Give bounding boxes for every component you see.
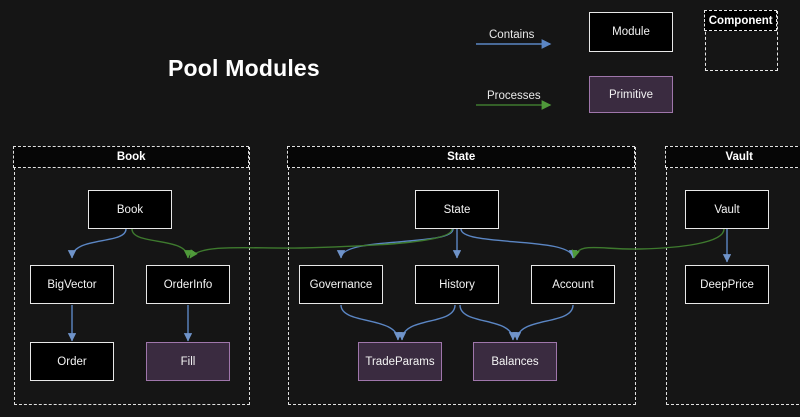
node-deepprice-label: DeepPrice [700,278,754,291]
legend-primitive-box: Primitive [589,76,673,113]
container-vault-header: Vault [665,146,800,169]
legend-contains-label: Contains [489,29,535,41]
page-title: Pool Modules [168,55,320,81]
node-fill[interactable]: Fill [146,342,230,381]
legend-component-header: Component [704,10,778,32]
node-order-label: Order [57,355,87,368]
node-state-label: State [443,203,471,216]
legend-module-box: Module [589,12,673,52]
node-book[interactable]: Book [88,190,172,229]
node-governance[interactable]: Governance [299,265,383,304]
legend-processes-arrow-icon [476,100,552,110]
node-vault[interactable]: Vault [685,190,769,229]
container-book: Book [13,146,250,405]
node-history-label: History [439,278,475,291]
container-state: State [287,146,636,405]
container-state-header: State [287,146,636,169]
legend-component-box: Component [704,10,778,71]
node-book-label: Book [116,203,144,216]
node-balances[interactable]: Balances [473,342,557,381]
container-vault: Vault [665,146,800,405]
node-tradeparams-label: TradeParams [365,355,435,368]
node-bigvector-label: BigVector [47,278,97,291]
node-order[interactable]: Order [30,342,114,381]
node-orderinfo-label: OrderInfo [163,278,213,291]
node-balances-label: Balances [491,355,539,368]
legend-primitive-label: Primitive [608,88,654,101]
container-book-header: Book [13,146,250,169]
node-bigvector[interactable]: BigVector [30,265,114,304]
node-history[interactable]: History [415,265,499,304]
legend-module-label: Module [612,26,650,38]
node-governance-label: Governance [309,278,373,291]
node-state[interactable]: State [415,190,499,229]
legend-processes-label: Processes [487,90,541,102]
node-deepprice[interactable]: DeepPrice [685,265,769,304]
node-tradeparams[interactable]: TradeParams [358,342,442,381]
node-fill-label: Fill [180,355,196,368]
node-orderinfo[interactable]: OrderInfo [146,265,230,304]
legend-contains-arrow-icon [476,39,552,49]
node-vault-label: Vault [714,203,740,216]
node-account-label: Account [552,278,594,291]
node-account[interactable]: Account [531,265,615,304]
